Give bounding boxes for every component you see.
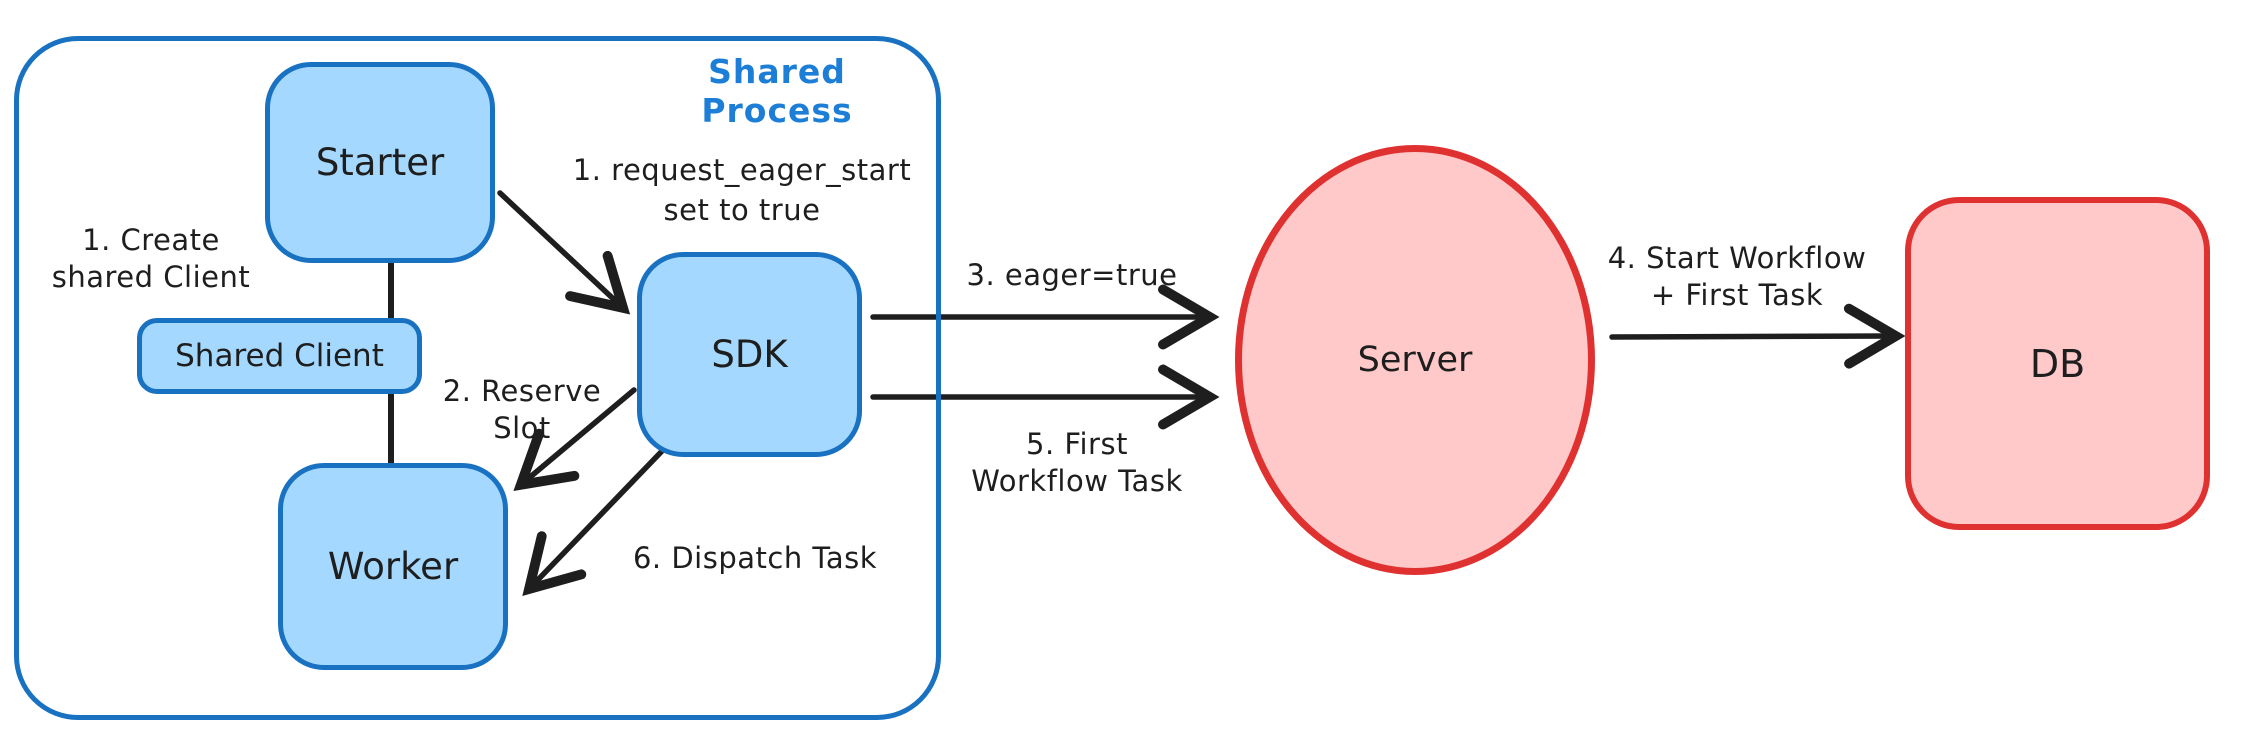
annotation-dispatch-task: 6. Dispatch Task	[605, 540, 905, 577]
annotation-line: 2. Reserve	[442, 374, 602, 408]
node-shared-client-label: Shared Client	[175, 338, 384, 374]
arrow-request-eager-start	[497, 190, 631, 315]
node-starter: Starter	[265, 62, 495, 263]
annotation-line: 1. request_eager_start	[572, 153, 912, 187]
node-db-label: DB	[2029, 341, 2086, 386]
annotation-line: Slot	[493, 411, 551, 445]
annotation-request-eager-start: 1. request_eager_start set to true	[542, 150, 942, 230]
node-db: DB	[1905, 197, 2210, 530]
annotation-reserve-slot: 2. Reserve Slot	[422, 373, 622, 447]
node-worker: Worker	[278, 463, 508, 670]
node-server: Server	[1235, 145, 1595, 575]
annotation-line: + First Task	[1650, 278, 1824, 312]
annotation-line: 5. First	[1026, 427, 1128, 461]
shared-process-container	[14, 36, 941, 720]
node-sdk: SDK	[637, 252, 862, 457]
annotation-first-workflow-task: 5. First Workflow Task	[927, 426, 1227, 500]
annotation-create-shared-client: 1. Create shared Client	[20, 222, 282, 296]
node-starter-label: Starter	[315, 141, 445, 184]
node-worker-label: Worker	[327, 545, 459, 588]
annotation-line: 3. eager=true	[966, 258, 1178, 292]
arrow-start-workflow-db	[1609, 303, 1906, 369]
arrow-reserve-slot	[513, 387, 637, 492]
annotation-eager-true: 3. eager=true	[922, 257, 1222, 294]
annotation-line: 4. Start Workflow	[1607, 241, 1867, 275]
annotation-line: 1. Create	[82, 223, 220, 257]
annotation-line: set to true	[663, 193, 821, 227]
annotation-line: shared Client	[51, 260, 251, 294]
arrow-dispatch-task	[522, 447, 666, 597]
node-shared-client: Shared Client	[137, 318, 422, 394]
annotation-start-workflow: 4. Start Workflow + First Task	[1587, 240, 1887, 314]
annotation-line: 6. Dispatch Task	[632, 541, 878, 575]
node-server-label: Server	[1357, 340, 1473, 380]
shared-process-label: Shared Process	[701, 52, 853, 130]
node-sdk-label: SDK	[711, 333, 788, 376]
annotation-line: Workflow Task	[971, 464, 1183, 498]
